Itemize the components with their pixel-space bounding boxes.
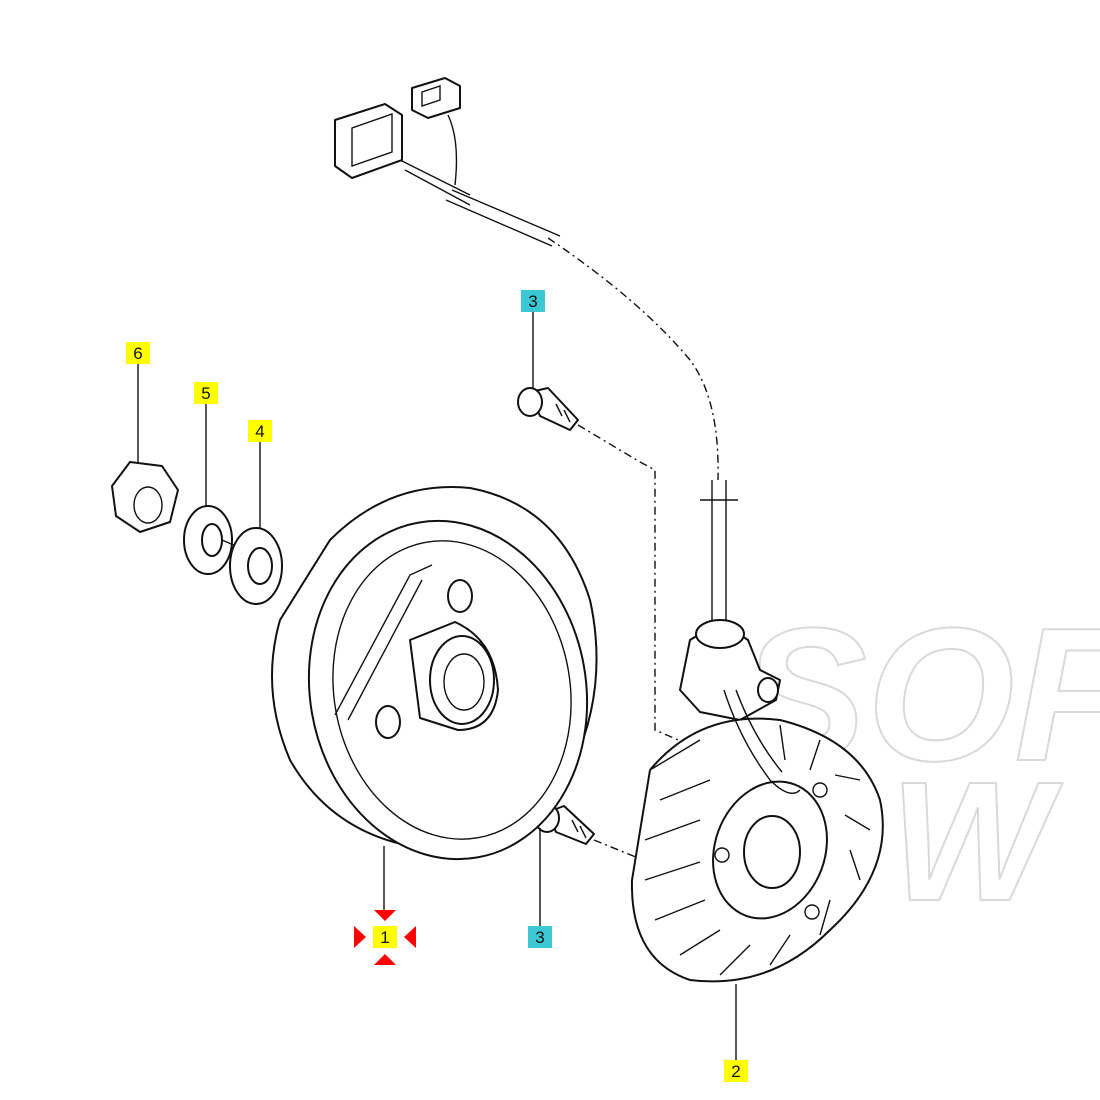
hex-nut [111,461,179,533]
bolt-upper [517,387,691,746]
callout-6[interactable]: 6 [126,342,150,364]
callout-2[interactable]: 2 [724,1060,748,1082]
watermark: SOF W [739,588,1100,938]
spring-washer [183,505,237,575]
callout-1-label: 1 [380,928,389,947]
callout-4[interactable]: 4 [248,420,272,442]
wire-harness [334,77,738,625]
callout-3b-label: 3 [535,928,544,947]
stator-coil [630,619,884,983]
callout-1[interactable]: 1 [373,926,397,948]
marker-arrow-right [404,926,416,948]
callout-5[interactable]: 5 [194,382,218,404]
leader-lines [137,312,737,1060]
callout-2-label: 2 [731,1062,740,1081]
callout-3-upper[interactable]: 3 [521,290,545,312]
marker-arrow-top [374,910,396,921]
flywheel-rotor [271,486,598,861]
callout-5-label: 5 [201,384,210,403]
callout-6-label: 6 [133,344,142,363]
callout-3a-label: 3 [528,292,537,311]
marker-arrow-bottom [374,954,396,965]
flat-washer [229,527,283,605]
callout-3-lower[interactable]: 3 [528,926,552,948]
watermark-line-2: W [890,747,1063,937]
selected-marker [354,910,416,965]
callout-4-label: 4 [255,422,264,441]
marker-arrow-left [354,926,366,948]
